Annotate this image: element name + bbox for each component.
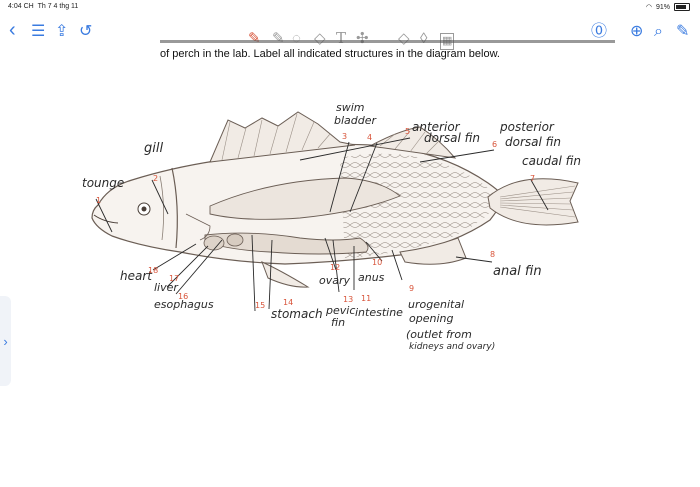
label-ovary: ovary [319, 274, 351, 287]
highlighter-icon[interactable]: ◇ [398, 30, 410, 47]
label-esophagus: esophagus [154, 298, 214, 311]
document-page: of perch in the lab. Label all indicated… [0, 40, 700, 487]
text-icon[interactable]: T [336, 29, 347, 47]
wifi-icon: ◠ [645, 4, 652, 11]
number-16: 16 [178, 292, 189, 301]
search-icon[interactable]: ⌕ [654, 23, 663, 40]
fish-diagram [91, 111, 579, 312]
number-1: 1 [96, 196, 102, 205]
label-pelvic-fin-2: fin [331, 316, 346, 329]
undo-icon[interactable]: ↺ [79, 23, 93, 40]
edit-icon[interactable]: ✎ [676, 23, 690, 40]
status-bar: 4:04 CH Th 7 4 thg 11 ◠ 91% [0, 0, 700, 14]
label-swim-bladder-2: bladder [334, 114, 377, 127]
number-3: 3 [342, 132, 348, 141]
sidebar-toggle-tab[interactable]: › [0, 296, 11, 386]
label-anterior-dorsal-1: anterior [412, 120, 460, 134]
list-icon[interactable]: ☰ [31, 23, 46, 40]
label-heart: heart [120, 269, 152, 283]
number-5: 5 [405, 127, 411, 136]
label-urogenital-2: opening [409, 312, 454, 325]
label-caudal-fin: caudal fin [522, 154, 582, 168]
number-12: 12 [330, 263, 341, 272]
number-14: 14 [283, 298, 294, 307]
label-urogenital-1: urogenital [408, 298, 465, 311]
add-icon[interactable]: ⊕ [630, 23, 644, 40]
lasso-icon[interactable]: ◌ [292, 30, 301, 47]
label-tounge: tounge [82, 176, 125, 190]
mic-icon[interactable]: ⓪ [591, 23, 608, 40]
status-right: ◠ 91% [646, 3, 690, 11]
number-8: 8 [490, 250, 496, 259]
ruler-icon[interactable]: ◊ [420, 30, 428, 47]
shape-icon[interactable]: ◇ [314, 30, 326, 47]
cropped-text-line [160, 40, 615, 46]
label-intestine: intestine [355, 306, 403, 319]
label-swim-bladder-1: swim [336, 101, 365, 114]
number-11: 11 [361, 294, 372, 303]
number-4: 4 [367, 133, 373, 142]
status-time: 4:04 CH Th 7 4 thg 11 [8, 3, 79, 10]
share-icon[interactable]: ⇪ [55, 23, 69, 40]
label-urogenital-3: (outlet from [406, 328, 472, 341]
number-9: 9 [409, 284, 415, 293]
label-liver: liver [154, 281, 178, 294]
number-13: 13 [343, 295, 354, 304]
label-gill: gill [144, 141, 164, 156]
label-anus: anus [358, 271, 385, 284]
number-10: 10 [372, 258, 383, 267]
battery-percent: 91% [655, 3, 670, 11]
number-18: 18 [148, 266, 159, 275]
label-urogenital-4: kidneys and ovary) [409, 342, 496, 352]
number-17: 17 [169, 274, 180, 283]
chevron-right-icon: › [3, 333, 8, 349]
label-pelvic-fin-1: pevic [326, 304, 356, 317]
number-2: 2 [153, 174, 159, 183]
label-posterior-dorsal-1: posterior [500, 120, 554, 134]
label-anterior-dorsal-2: dorsal fin [424, 131, 481, 145]
label-posterior-dorsal-2: dorsal fin [505, 135, 562, 149]
instruction-text: of perch in the lab. Label all indicated… [160, 48, 500, 60]
battery-icon [674, 3, 690, 11]
back-chevron-icon[interactable]: ‹ [9, 19, 16, 41]
label-anal-fin: anal fin [493, 264, 542, 279]
number-7: 7 [530, 174, 536, 183]
label-stomach: stomach [271, 307, 323, 321]
number-6: 6 [492, 140, 498, 149]
number-15: 15 [255, 301, 266, 310]
